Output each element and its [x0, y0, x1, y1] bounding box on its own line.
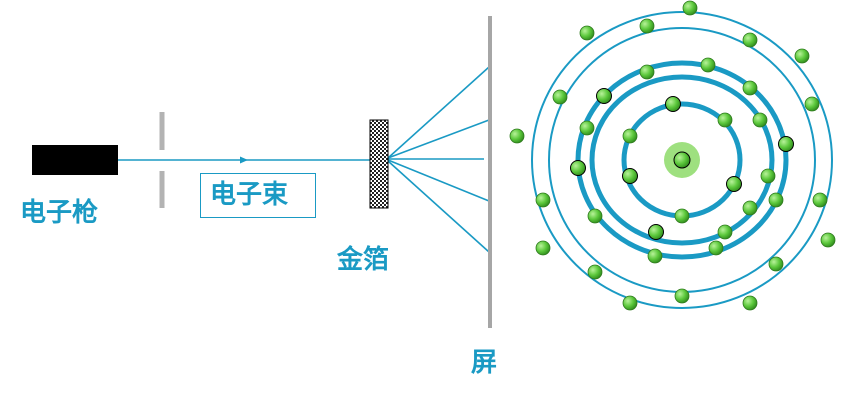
electron: [717, 112, 733, 128]
electron: [820, 232, 836, 248]
electron: [579, 25, 595, 41]
electron-gun-label: 电子枪: [20, 198, 99, 228]
gold-foil-label: 金箔: [337, 245, 390, 275]
electron: [700, 57, 716, 73]
electron: [768, 256, 784, 272]
electron-beam-label: 电子束: [210, 180, 289, 210]
electron: [768, 192, 784, 208]
scattered-ray: [387, 66, 490, 159]
electron: [742, 295, 758, 311]
scattered-rays: [387, 66, 490, 253]
electron: [717, 224, 733, 240]
electron: [622, 168, 638, 184]
nucleus: [673, 151, 691, 169]
electron: [742, 200, 758, 216]
gold-foil: [369, 119, 389, 209]
scattered-ray: [387, 159, 490, 202]
electron: [778, 136, 794, 152]
electron: [752, 112, 768, 128]
scattered-ray: [387, 160, 490, 253]
electron: [535, 192, 551, 208]
atom-model: [509, 0, 836, 311]
electron: [760, 168, 776, 184]
electron: [535, 240, 551, 256]
electron: [622, 128, 638, 144]
electron: [665, 96, 681, 112]
electron-beam-label-box: [200, 173, 316, 218]
electron: [639, 18, 655, 34]
electron: [647, 248, 663, 264]
electron: [552, 89, 568, 105]
electron-gun: [32, 145, 118, 175]
electron: [622, 295, 638, 311]
electron: [804, 96, 820, 112]
electron: [794, 48, 810, 64]
scattered-ray: [387, 119, 490, 159]
electron: [596, 88, 612, 104]
orbit-4: [589, 74, 775, 246]
electron: [812, 192, 828, 208]
beam-arrow: [240, 156, 248, 164]
electron: [639, 64, 655, 80]
electron: [682, 0, 698, 16]
electron: [726, 176, 742, 192]
orbit-1: [531, 11, 833, 309]
electron: [742, 80, 758, 96]
electron: [742, 32, 758, 48]
electron: [579, 120, 595, 136]
electron: [570, 160, 586, 176]
inner-electrons: [570, 88, 794, 240]
electron: [708, 240, 724, 256]
electrons: [509, 0, 836, 311]
electron: [674, 208, 690, 224]
electron: [587, 264, 603, 280]
electron: [648, 224, 664, 240]
electron: [509, 128, 525, 144]
electron: [587, 208, 603, 224]
screen-label: 屏: [471, 348, 498, 378]
electron: [674, 288, 690, 304]
